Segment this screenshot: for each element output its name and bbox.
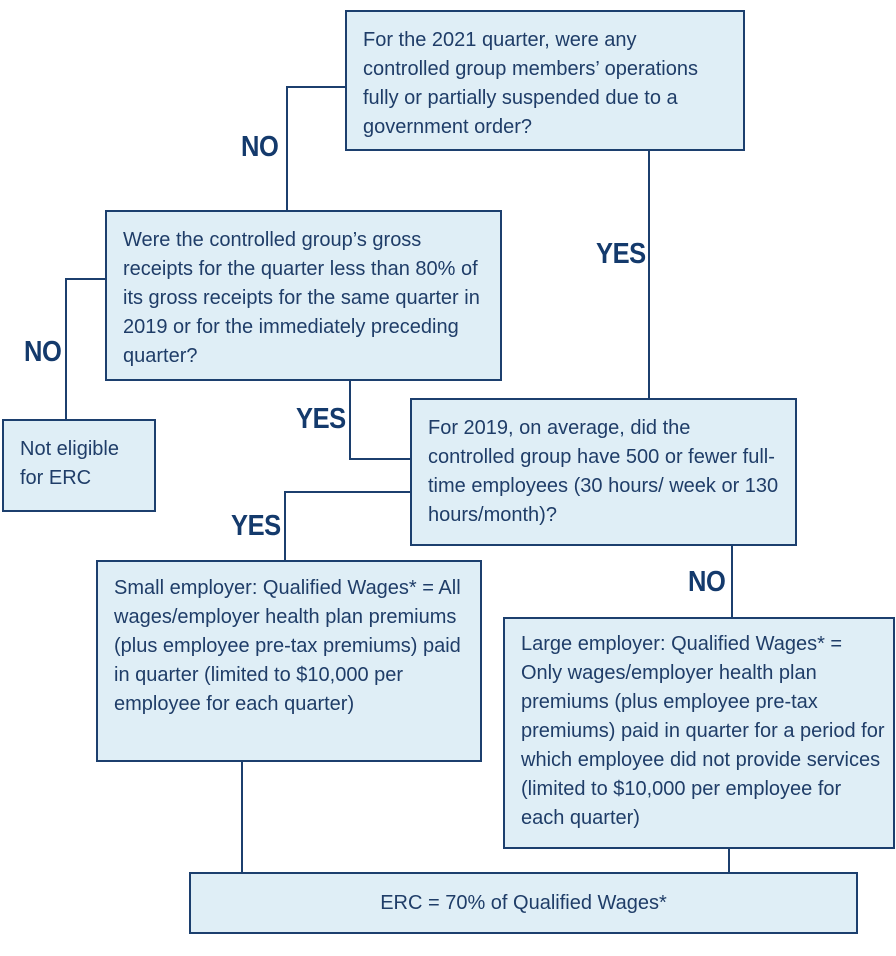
label-yes-receipts: YES (296, 403, 346, 435)
outcome-small-employer: Small employer: Qualified Wages* = All w… (96, 560, 482, 762)
question-full-time-employees: For 2019, on average, did the controlled… (410, 398, 797, 546)
question-operations-suspended: For the 2021 quarter, were any controlle… (345, 10, 745, 151)
connector-employees-yes (284, 491, 410, 560)
question-gross-receipts: Were the controlled group’s gross receip… (105, 210, 502, 381)
label-yes-employees: YES (231, 510, 281, 542)
label-no-employees: NO (688, 566, 726, 598)
outcome-not-eligible: Not eligible for ERC (2, 419, 156, 512)
label-no-receipts: NO (24, 336, 62, 368)
label-no-suspended: NO (241, 131, 279, 163)
connector-receipts-yes (349, 381, 410, 460)
connector-receipts-no (65, 278, 105, 419)
connector-suspended-no (286, 86, 345, 210)
label-yes-suspended: YES (596, 238, 646, 270)
outcome-large-employer: Large employer: Qualified Wages* = Only … (503, 617, 895, 849)
outcome-erc-calculation: ERC = 70% of Qualified Wages* (189, 872, 858, 934)
